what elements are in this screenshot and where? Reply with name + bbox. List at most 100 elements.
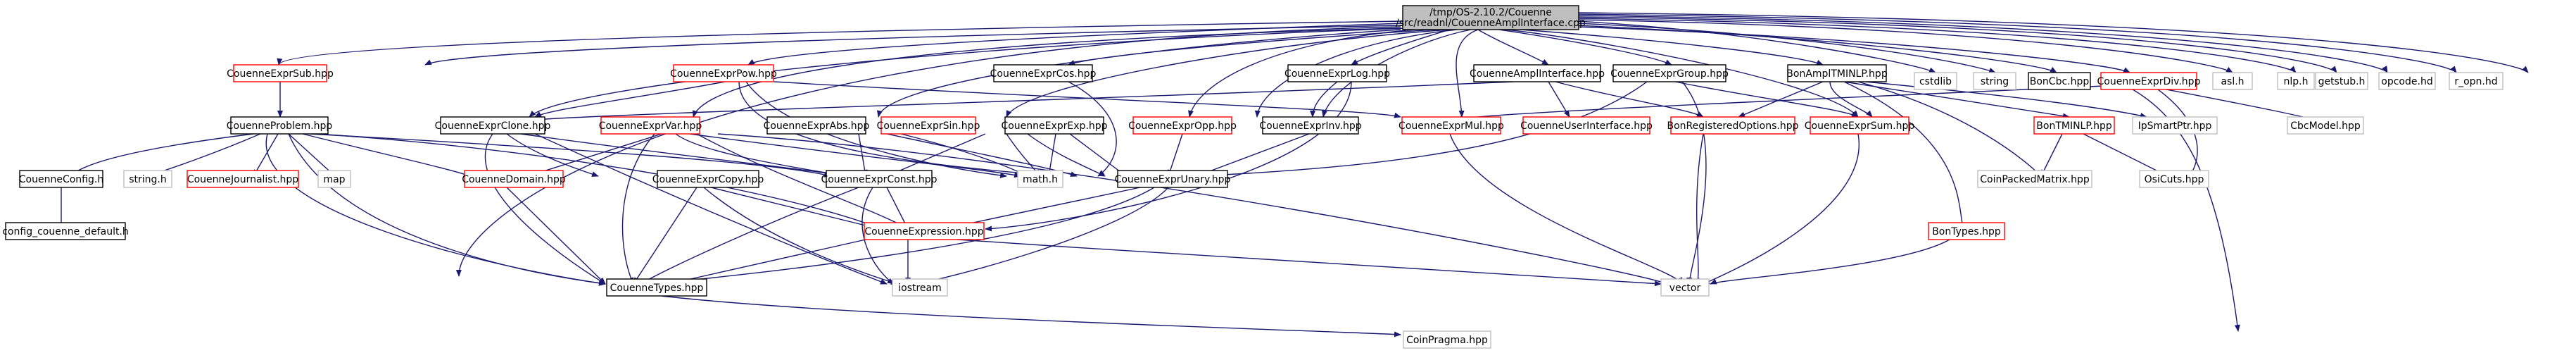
node-asl-h[interactable]: asl.h <box>2212 72 2253 90</box>
edge <box>1027 133 1106 177</box>
edge <box>1555 81 1704 118</box>
svg-text:CouenneExprSub.hpp: CouenneExprSub.hpp <box>227 68 334 80</box>
node-couenne-journalist[interactable]: CouenneJournalist.hpp <box>187 170 299 188</box>
svg-text:r_opn.hd: r_opn.hd <box>2454 76 2497 87</box>
node-couenne-expr-group[interactable]: CouenneExprGroup.hpp <box>1610 64 1729 82</box>
node-bon-cbc[interactable]: BonCbc.hpp <box>2028 72 2091 90</box>
edge <box>529 27 1408 118</box>
edge <box>1576 26 2130 73</box>
node-iostream[interactable]: iostream <box>892 278 948 297</box>
node-cbc-model[interactable]: CbcModel.hpp <box>2287 116 2364 135</box>
svg-text:math.h: math.h <box>1023 174 1058 185</box>
svg-text:string: string <box>1981 76 2009 87</box>
node-couenne-types[interactable]: CouenneTypes.hpp <box>606 278 707 297</box>
edge <box>534 133 888 285</box>
node-opcode-hd[interactable]: opcode.hd <box>2378 72 2436 90</box>
node-nlp-h[interactable]: nlp.h <box>2277 72 2315 90</box>
node-couenne-expression[interactable]: CouenneExpression.hpp <box>864 222 985 240</box>
root-node[interactable]: /tmp/OS-2.10.2/Couenne /src/readnl/Couen… <box>1396 5 1586 30</box>
edge <box>1449 133 1683 285</box>
svg-text:CouenneExprAbs.hpp: CouenneExprAbs.hpp <box>764 120 870 132</box>
edge <box>1576 12 2529 73</box>
node-string-h[interactable]: string.h <box>123 170 172 188</box>
node-couenne-expr-exp[interactable]: CouenneExprExp.hpp <box>1001 116 1108 135</box>
edge <box>689 133 1021 178</box>
svg-text:CoinPackedMatrix.hpp: CoinPackedMatrix.hpp <box>1980 174 2090 185</box>
svg-text:getstub.h: getstub.h <box>2318 76 2366 87</box>
edge <box>668 239 866 285</box>
node-ip-smart-ptr[interactable]: IpSmartPtr.hpp <box>2132 116 2218 135</box>
node-couenne-ampl-interface[interactable]: CouenneAmplInterface.hpp <box>1470 64 1605 82</box>
svg-text:asl.h: asl.h <box>2221 76 2244 87</box>
node-couenne-config[interactable]: CouenneConfig.h <box>19 170 103 188</box>
node-cstdlib[interactable]: cstdlib <box>1914 72 1957 90</box>
svg-text:CouenneExprCos.hpp: CouenneExprCos.hpp <box>990 68 1097 80</box>
svg-text:BonTMINLP.hpp: BonTMINLP.hpp <box>2036 120 2112 132</box>
svg-text:IpSmartPtr.hpp: IpSmartPtr.hpp <box>2138 120 2212 132</box>
edge <box>1047 133 1056 177</box>
node-couenne-expr-unary[interactable]: CouenneExprUnary.hpp <box>1115 170 1231 188</box>
node-getstub-h[interactable]: getstub.h <box>2315 72 2368 90</box>
node-couenne-expr-sub[interactable]: CouenneExprSub.hpp <box>227 64 334 82</box>
edge <box>506 187 606 285</box>
dependency-edges <box>58 12 2529 337</box>
svg-text:CouenneExprUnary.hpp: CouenneExprUnary.hpp <box>1115 174 1231 185</box>
edge <box>1576 23 1996 73</box>
node-couenne-expr-sin[interactable]: CouenneExprSin.hpp <box>877 116 980 135</box>
node-couenne-domain[interactable]: CouenneDomain.hpp <box>462 170 566 188</box>
svg-text:CouenneExprExp.hpp: CouenneExprExp.hpp <box>1001 120 1107 132</box>
svg-text:string.h: string.h <box>129 174 167 185</box>
node-bon-types[interactable]: BonTypes.hpp <box>1928 222 2005 240</box>
edge <box>1068 81 1117 177</box>
edge <box>1576 19 2233 73</box>
node-couenne-expr-div[interactable]: CouenneExprDiv.hpp <box>2097 72 2201 90</box>
node-couenne-expr-var[interactable]: CouenneExprVar.hpp <box>599 116 702 135</box>
node-couenne-user-interface[interactable]: CouenneUserInterface.hpp <box>1520 116 1653 135</box>
svg-text:CouenneConfig.h: CouenneConfig.h <box>19 174 103 185</box>
node-string[interactable]: string <box>1973 72 2016 90</box>
edge <box>527 133 662 178</box>
node-couenne-expr-clone[interactable]: CouenneExprClone.hpp <box>435 116 551 135</box>
edge <box>265 133 606 286</box>
edge <box>1069 133 1127 177</box>
node-config-couenne-default[interactable]: config_couenne_default.h <box>2 222 129 240</box>
edge <box>534 81 1514 123</box>
node-couenne-expr-copy[interactable]: CouenneExprCopy.hpp <box>652 170 764 188</box>
node-couenne-expr-inv[interactable]: CouenneExprInv.hpp <box>1259 116 1362 135</box>
svg-text:CouenneAmplInterface.hpp: CouenneAmplInterface.hpp <box>1470 68 1605 80</box>
svg-text:CouenneExprLog.hpp: CouenneExprLog.hpp <box>1284 68 1390 80</box>
node-couenne-expr-log[interactable]: CouenneExprLog.hpp <box>1284 64 1390 82</box>
svg-text:iostream: iostream <box>898 283 942 294</box>
node-coin-packed-matrix[interactable]: CoinPackedMatrix.hpp <box>1977 170 2092 188</box>
svg-text:config_couenne_default.h: config_couenne_default.h <box>2 226 129 237</box>
edge <box>1829 81 1873 118</box>
node-couenne-problem[interactable]: CouenneProblem.hpp <box>227 116 333 135</box>
edge <box>1006 29 1451 118</box>
node-couenne-expr-opp[interactable]: CouenneExprOpp.hpp <box>1128 116 1237 135</box>
edge <box>633 187 697 285</box>
node-osi-cuts[interactable]: OsiCuts.hpp <box>2139 170 2209 188</box>
node-couenne-expr-abs[interactable]: CouenneExprAbs.hpp <box>764 116 870 135</box>
edge <box>675 133 845 178</box>
edge <box>1857 81 2042 177</box>
node-couenne-expr-cos[interactable]: CouenneExprCos.hpp <box>990 64 1097 82</box>
node-bon-ampl-tminlp[interactable]: BonAmplTMINLP.hpp <box>1786 64 1888 82</box>
edge <box>1456 29 1479 118</box>
node-couenne-expr-mul[interactable]: CouenneExprMul.hpp <box>1399 116 1504 135</box>
edge <box>886 133 1078 177</box>
node-couenne-expr-const[interactable]: CouenneExprConst.hpp <box>821 170 937 188</box>
node-math-h[interactable]: math.h <box>1017 170 1063 188</box>
node-vector[interactable]: vector <box>1660 278 1710 297</box>
node-couenne-expr-pow[interactable]: CouenneExprPow.hpp <box>670 64 777 82</box>
edge <box>956 239 1662 287</box>
node-couenne-expr-sum[interactable]: CouenneExprSum.hpp <box>1805 116 1915 135</box>
node-bon-tminlp[interactable]: BonTMINLP.hpp <box>2033 116 2115 135</box>
edge <box>858 133 868 177</box>
edge <box>1310 81 1338 118</box>
node-map[interactable]: map <box>317 170 351 188</box>
node-r-opn-hd[interactable]: r_opn.hd <box>2449 72 2504 90</box>
node-coin-pragma[interactable]: CoinPragma.hpp <box>1403 330 1491 349</box>
node-bon-registered-options[interactable]: BonRegisteredOptions.hpp <box>1667 116 1799 135</box>
edge <box>1703 133 1860 285</box>
